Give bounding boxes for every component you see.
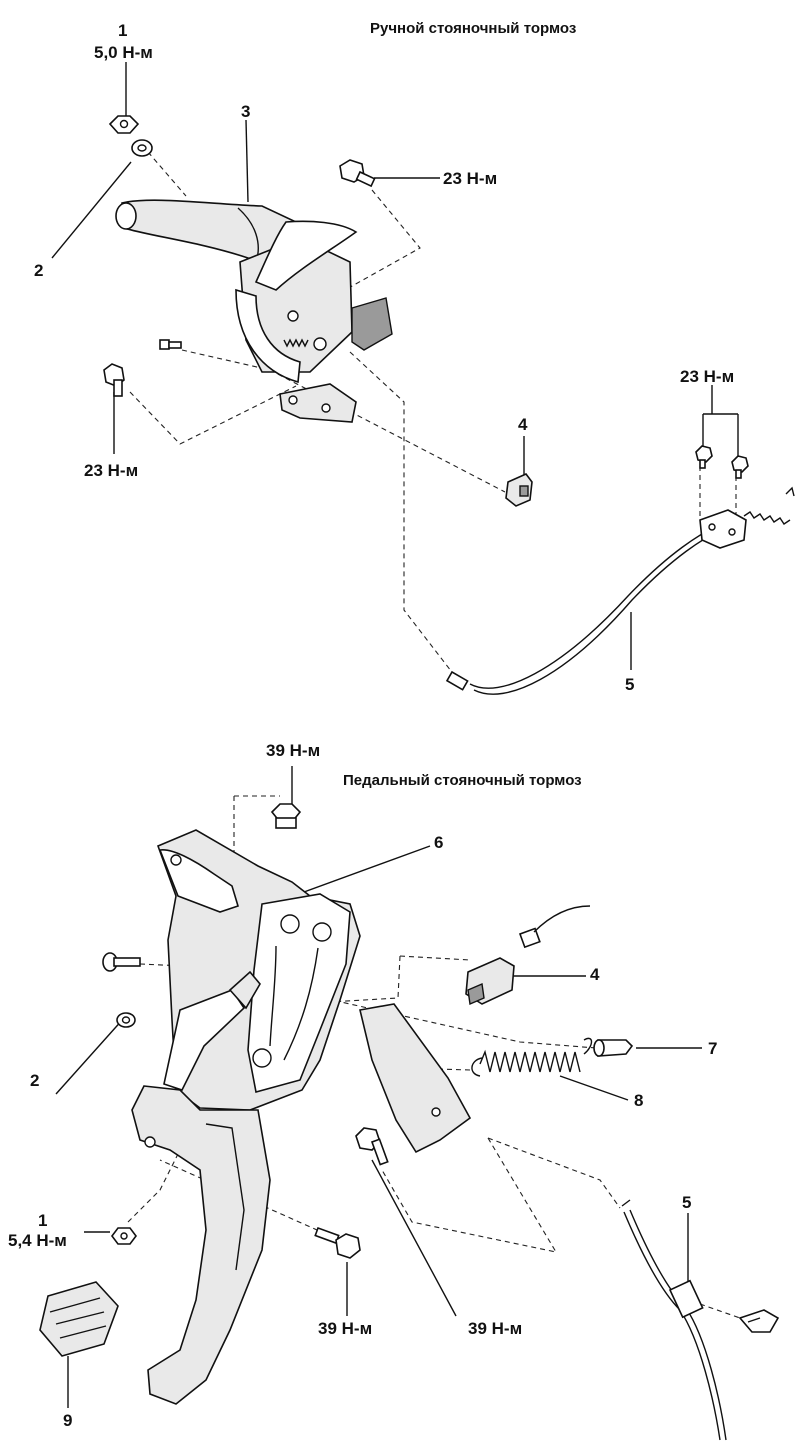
clip: [738, 1309, 780, 1333]
callout-hand-4: 4: [518, 415, 528, 434]
callout-hand-5: 5: [625, 675, 635, 694]
callout-pedal-1-torque: 5,4 Н-м: [8, 1231, 67, 1250]
spring-8: [471, 1037, 593, 1077]
washer-2-pedal: [116, 1012, 136, 1028]
pedal-brake-assembly: [39, 766, 780, 1441]
callout-pedal-bolt-bottom-torque: 39 Н-м: [318, 1319, 373, 1338]
bushing-7: [593, 1039, 634, 1057]
cable-5: [445, 486, 795, 695]
cable-5-pedal: [621, 1199, 727, 1441]
callout-pedal-bolt-right-torque: 39 Н-м: [468, 1319, 523, 1338]
callout-pedal-7: 7: [708, 1039, 718, 1058]
callout-pedal-1: 1: [38, 1211, 48, 1230]
nut-1: [108, 115, 140, 134]
switch-4: [505, 473, 533, 507]
rivet-left: [102, 952, 141, 972]
callout-hand-bolt-upper-torque: 23 Н-м: [443, 169, 498, 188]
callout-pedal-6: 6: [434, 833, 444, 852]
nut-1-pedal: [111, 1227, 137, 1245]
screw-small: [159, 339, 182, 350]
switch-4-pedal: [465, 905, 591, 1006]
bolt-left: [103, 363, 125, 397]
nut-top: [270, 803, 302, 829]
bolt-upper: [339, 159, 376, 188]
callout-pedal-nut-top-torque: 39 Н-м: [266, 741, 321, 760]
washer-2: [131, 139, 153, 157]
callout-hand-1: 1: [118, 21, 128, 40]
pedal-brake-title: Педальный стояночный тормоз: [343, 772, 582, 789]
pedal-pad-9: [39, 1281, 119, 1357]
callout-hand-1-torque: 5,0 Н-м: [94, 43, 153, 62]
cable-bolts: [695, 445, 749, 479]
bolt-bottom: [314, 1226, 361, 1259]
callout-pedal-5: 5: [682, 1193, 692, 1212]
hand-brake-assembly: [51, 62, 795, 695]
callout-hand-3: 3: [241, 102, 251, 121]
callout-pedal-2: 2: [30, 1071, 40, 1090]
callout-hand-cable-bolts-torque: 23 Н-м: [680, 367, 735, 386]
bolt-right: [355, 1127, 389, 1166]
callout-pedal-8: 8: [634, 1091, 644, 1110]
callout-hand-bolt-left-torque: 23 Н-м: [84, 461, 139, 480]
callout-pedal-4: 4: [590, 965, 600, 984]
callout-pedal-9: 9: [63, 1411, 73, 1430]
callout-hand-2: 2: [34, 261, 44, 280]
hand-brake-title: Ручной стояночный тормоз: [370, 20, 577, 37]
